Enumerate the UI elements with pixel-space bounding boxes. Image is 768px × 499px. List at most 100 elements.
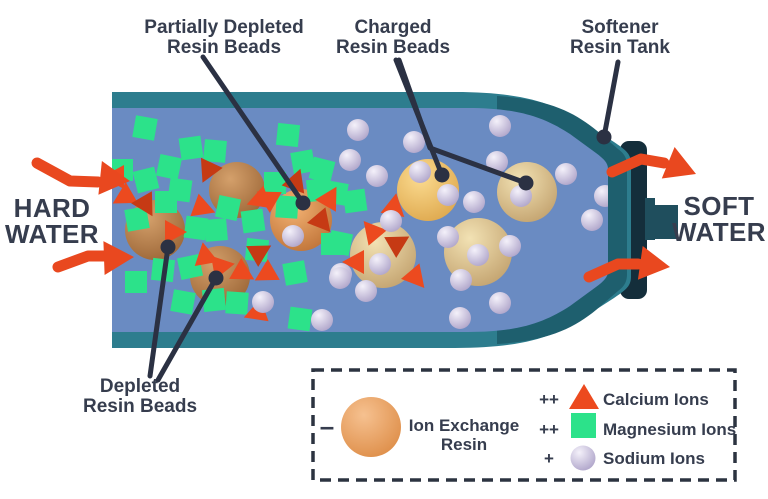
sodium-ion (594, 185, 608, 207)
calcium-ion (401, 263, 425, 288)
magnesium-ion (342, 188, 368, 214)
sodium-ion (329, 267, 351, 289)
calcium-ion (384, 236, 410, 258)
magnesium-ion (155, 191, 177, 213)
legend-calcium-label: Calcium Ions (603, 390, 709, 409)
label-charged-line2: Resin Beads (336, 37, 450, 58)
sodium-ion (380, 210, 402, 232)
magnesium-ion (290, 149, 316, 175)
magnesium-ion (308, 156, 336, 184)
leader-dot (518, 175, 534, 191)
flow-arrow (31, 157, 104, 188)
sodium-ion (555, 163, 577, 185)
calcium-ion (229, 258, 255, 280)
label-soft-water-line2: WATER (672, 217, 766, 247)
sodium-ion (403, 131, 425, 153)
magnesium-ion (125, 271, 147, 293)
sodium-ion (486, 151, 508, 173)
flow-arrow-head (103, 241, 134, 275)
magnesium-ion (132, 166, 160, 194)
magnesium-ion (287, 306, 313, 332)
calcium-ion (342, 250, 364, 274)
legend-magnesium-charge: ++ (539, 420, 559, 439)
flow-arrow (583, 258, 644, 283)
calcium-triangle-icon (569, 384, 599, 409)
leader-line (147, 244, 171, 379)
sodium-sphere-icon (570, 445, 596, 471)
flow-arrow (606, 153, 670, 178)
sodium-ion (252, 291, 274, 313)
magnesium-ion (240, 208, 266, 234)
leader-line (155, 275, 219, 383)
magnesium-ion (225, 291, 249, 315)
sodium-ion (450, 269, 472, 291)
leader-dot (295, 195, 311, 211)
legend-resin-label-line1: Ion Exchange (409, 416, 520, 435)
magnesium-ion (275, 122, 301, 148)
calcium-ion (200, 157, 223, 183)
tank-contents (112, 115, 608, 332)
leader-line (396, 57, 529, 186)
flow-arrow (52, 250, 114, 273)
magnesium-ion (183, 215, 209, 241)
magnesium-ion (132, 115, 158, 141)
tank-outlet-fitting (653, 205, 678, 239)
sodium-ion (463, 191, 485, 213)
leader-line (200, 54, 306, 206)
magnesium-ion (264, 172, 286, 194)
magnesium-ion (178, 135, 204, 161)
sodium-ion (437, 226, 459, 248)
magnesium-ion (326, 229, 354, 257)
calcium-ion (165, 220, 187, 244)
label-partially-depleted-line2: Resin Beads (167, 37, 281, 58)
sodium-ion (409, 161, 431, 183)
legend: – Ion Exchange Resin ++ Calcium Ions ++ … (311, 368, 737, 482)
sodium-ion (311, 309, 333, 331)
label-charged-line1: Charged (354, 17, 431, 38)
label-soft-water-line1: SOFT (684, 191, 755, 221)
sodium-ion (339, 149, 361, 171)
sodium-ion (355, 280, 377, 302)
sodium-ion (581, 209, 603, 231)
sodium-ion (282, 225, 304, 247)
sodium-ion (347, 119, 369, 141)
sodium-ion (489, 292, 511, 314)
magnesium-ion (204, 218, 228, 242)
magnesium-ion (214, 194, 242, 222)
leader-dot (208, 270, 224, 286)
calcium-ion (246, 185, 272, 209)
calcium-ion (307, 207, 331, 232)
sodium-ion (449, 307, 471, 329)
leader-dot (596, 129, 612, 145)
magnesium-square-icon (571, 413, 596, 438)
flow-arrow-head (98, 161, 130, 195)
legend-resin-charge: – (320, 411, 334, 441)
magnesium-ion (282, 260, 308, 286)
flow-arrow-head (637, 246, 670, 280)
magnesium-ion (275, 195, 299, 219)
sodium-ion (510, 185, 532, 207)
label-hard-water-line2: WATER (5, 219, 99, 249)
label-depleted-line2: Resin Beads (83, 396, 197, 417)
label-depleted-line1: Depleted (100, 376, 180, 397)
calcium-ion (315, 186, 337, 212)
legend-sodium-label: Sodium Ions (603, 449, 705, 468)
calcium-ion (131, 191, 153, 217)
leader-dot (434, 167, 450, 183)
calcium-ion (363, 221, 387, 246)
magnesium-ion (155, 153, 183, 181)
sodium-ion (437, 184, 459, 206)
leader-dot (160, 239, 176, 255)
calcium-ion (246, 245, 272, 267)
legend-sodium-charge: + (544, 449, 554, 468)
magnesium-ion (176, 253, 204, 281)
leader-lines (147, 54, 621, 383)
calcium-ion (254, 259, 280, 281)
sodium-ion (499, 235, 521, 257)
legend-magnesium-label: Magnesium Ions (603, 420, 736, 439)
calcium-ion (281, 168, 305, 194)
label-hard-water-line1: HARD (14, 193, 91, 223)
legend-calcium-charge: ++ (539, 390, 559, 409)
